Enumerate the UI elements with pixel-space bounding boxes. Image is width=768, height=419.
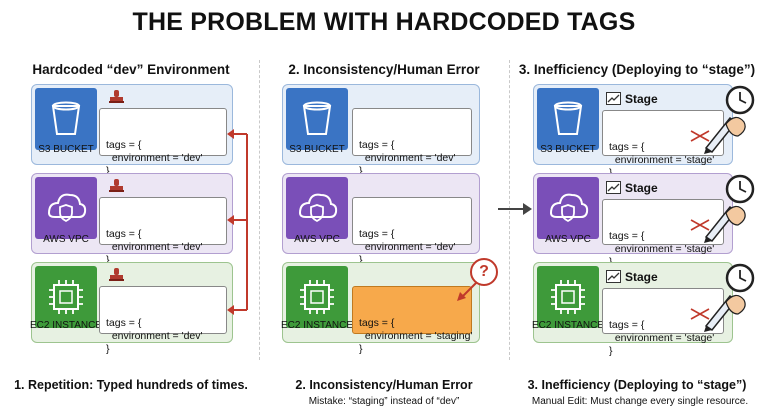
column-separator bbox=[259, 60, 260, 360]
code-line: tags = { bbox=[609, 230, 645, 242]
code-block: tags = { environment = 'dev'} bbox=[352, 197, 472, 266]
code-line: environment = 'stage' bbox=[609, 154, 715, 166]
code-block: tags = { environment = 'dev'} bbox=[99, 197, 227, 266]
bucket-icon bbox=[302, 101, 332, 135]
clock-pen-icon bbox=[704, 263, 755, 332]
bucket-icon bbox=[553, 101, 583, 135]
code-block: tags = { environment = 'dev'} bbox=[99, 108, 227, 177]
service-label: AWS VPC bbox=[545, 234, 591, 245]
service-label: AWS VPC bbox=[294, 234, 340, 245]
clock-pen-icon bbox=[704, 85, 755, 154]
strike-mark bbox=[690, 130, 710, 142]
stamp-icon bbox=[108, 178, 126, 199]
service-label: AWS VPC bbox=[43, 234, 89, 245]
code-block: tags = { environment = 'stage'} bbox=[602, 199, 724, 268]
code-line: } bbox=[106, 254, 110, 266]
column-2-footer: 2. Inconsistency/Human Error bbox=[295, 378, 473, 392]
cloud-shield-icon bbox=[298, 193, 338, 223]
code-line: environment = 'dev' bbox=[106, 241, 203, 253]
chart-icon bbox=[606, 270, 621, 288]
code-line: environment = 'dev' bbox=[359, 241, 456, 253]
code-line: } bbox=[106, 343, 110, 355]
column-2-subfooter: Mistake: “staging” instead of “dev” bbox=[308, 396, 460, 407]
bucket-icon bbox=[51, 101, 81, 135]
code-line: environment = 'dev' bbox=[106, 330, 203, 342]
code-line: } bbox=[609, 345, 613, 357]
code-line: tags = { bbox=[359, 317, 395, 329]
service-label: EC2 INSTANCE bbox=[29, 320, 103, 331]
service-label: S3 BUCKET bbox=[540, 144, 596, 155]
service-label: S3 BUCKET bbox=[289, 144, 345, 155]
column-3-heading: 3. Inefficiency (Deploying to “stage”) bbox=[518, 62, 756, 77]
code-line: } bbox=[359, 343, 363, 355]
code-block-error: tags = { environment = 'staging'} bbox=[352, 286, 472, 355]
chip-icon bbox=[49, 280, 83, 314]
code-line: tags = { bbox=[106, 228, 142, 240]
ec2-tile bbox=[286, 266, 348, 328]
code-line: tags = { bbox=[106, 317, 142, 329]
code-line: tags = { bbox=[609, 319, 645, 331]
stage-label: Stage bbox=[625, 181, 658, 195]
clock-pen-icon bbox=[704, 174, 755, 243]
error-pointer-arrow bbox=[457, 281, 478, 301]
chart-icon bbox=[606, 181, 621, 199]
cloud-shield-icon bbox=[47, 193, 87, 223]
question-mark-icon: ? bbox=[470, 258, 498, 286]
code-line: tags = { bbox=[359, 139, 395, 151]
column-3-subfooter: Manual Edit: Must change every single re… bbox=[531, 396, 749, 407]
code-line: environment = 'dev' bbox=[359, 152, 456, 164]
vpc-tile bbox=[537, 177, 599, 239]
code-line: environment = 'dev' bbox=[106, 152, 203, 164]
code-line: environment = 'stage' bbox=[609, 243, 715, 255]
s3-tile bbox=[537, 88, 599, 150]
cloud-shield-icon bbox=[549, 193, 589, 223]
service-label: EC2 INSTANCE bbox=[280, 320, 354, 331]
s3-tile bbox=[286, 88, 348, 150]
strike-mark bbox=[690, 219, 710, 231]
code-block: tags = { environment = 'dev'} bbox=[352, 108, 472, 177]
stamp-icon bbox=[108, 267, 126, 288]
vpc-tile bbox=[286, 177, 348, 239]
flow-arrow bbox=[498, 203, 532, 215]
ec2-tile bbox=[35, 266, 97, 328]
ec2-tile bbox=[537, 266, 599, 328]
stage-label: Stage bbox=[625, 92, 658, 106]
code-line: } bbox=[106, 165, 110, 177]
code-line: tags = { bbox=[609, 141, 645, 153]
column-3-footer: 3. Inefficiency (Deploying to “stage”) bbox=[527, 378, 747, 392]
code-line: environment = 'staging' bbox=[359, 330, 473, 342]
stage-label: Stage bbox=[625, 270, 658, 284]
s3-tile bbox=[35, 88, 97, 150]
code-line: tags = { bbox=[106, 139, 142, 151]
chart-icon bbox=[606, 92, 621, 110]
page-title: THE PROBLEM WITH HARDCODED TAGS bbox=[132, 8, 636, 36]
stamp-icon bbox=[108, 89, 126, 110]
column-2-heading: 2. Inconsistency/Human Error bbox=[288, 62, 480, 77]
code-line: } bbox=[359, 254, 363, 266]
service-label: EC2 INSTANCE bbox=[531, 320, 605, 331]
code-line: } bbox=[359, 165, 363, 177]
vpc-tile bbox=[35, 177, 97, 239]
code-block: tags = { environment = 'dev'} bbox=[99, 286, 227, 355]
chip-icon bbox=[551, 280, 585, 314]
code-line: environment = 'stage' bbox=[609, 332, 715, 344]
repetition-arrows bbox=[227, 129, 248, 315]
strike-mark bbox=[690, 308, 710, 320]
column-1-footer: 1. Repetition: Typed hundreds of times. bbox=[14, 378, 248, 392]
code-block: tags = { environment = 'stage'} bbox=[602, 110, 724, 179]
column-1-heading: Hardcoded “dev” Environment bbox=[32, 62, 230, 77]
service-label: S3 BUCKET bbox=[38, 144, 94, 155]
chip-icon bbox=[300, 280, 334, 314]
code-block: tags = { environment = 'stage'} bbox=[602, 288, 724, 357]
code-line: tags = { bbox=[359, 228, 395, 240]
